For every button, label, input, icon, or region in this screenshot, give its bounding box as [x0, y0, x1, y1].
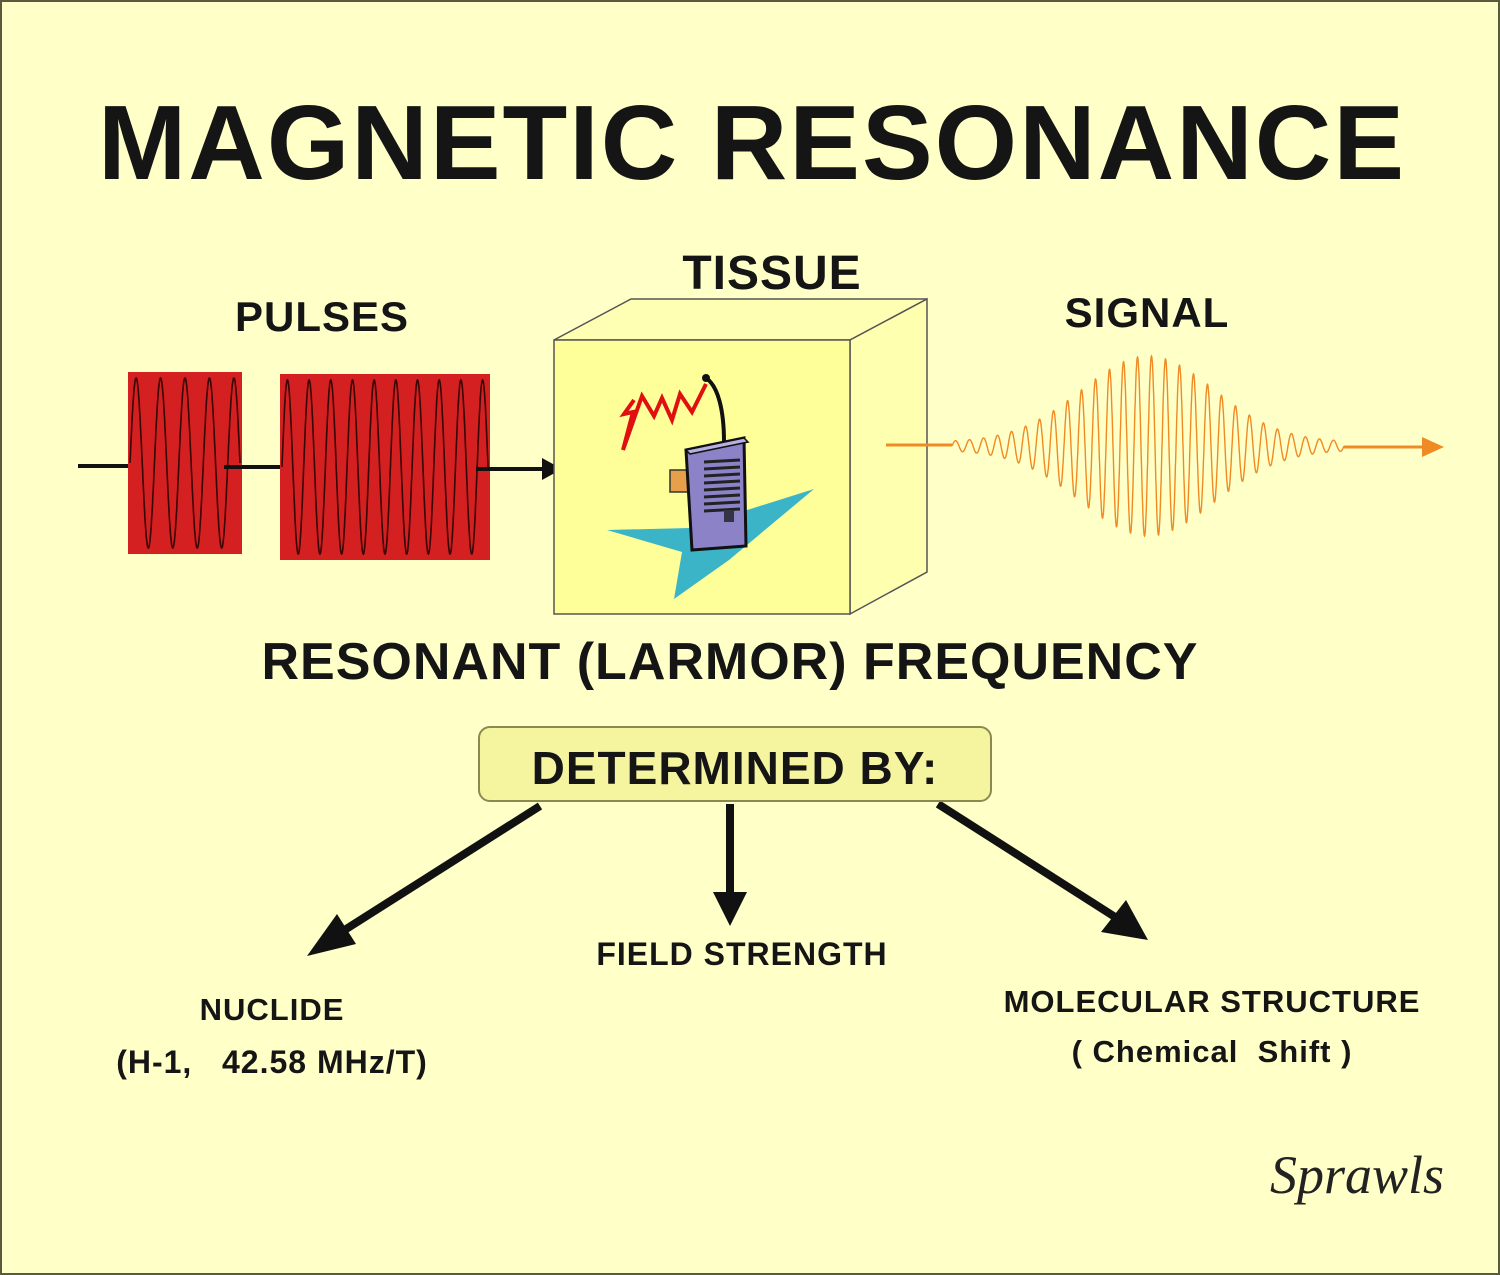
- grille-slot: [703, 493, 741, 499]
- grille-slot: [703, 479, 741, 485]
- speaker-grille: [703, 458, 741, 513]
- determined-by-box: [478, 726, 992, 802]
- signal-exit-arrowhead: [1422, 437, 1444, 457]
- transmitter-top: [684, 437, 750, 455]
- grille-slot: [703, 458, 741, 464]
- nuclide-label: NUCLIDE: [199, 992, 345, 1027]
- molecular-structure-label: MOLECULAR STRUCTURE: [1003, 984, 1421, 1019]
- nuclide-detail-label: (H-1, 42.58 MHz/T): [116, 1044, 428, 1080]
- arrow-to-field-strength-head: [713, 892, 747, 926]
- arrow-to-molecular-structure: [935, 800, 1129, 928]
- arrow-to-molecular-head: [1101, 900, 1148, 940]
- resonant-frequency-label: RESONANT (LARMOR) FREQUENCY: [261, 633, 1199, 691]
- tissue-cube-side: [849, 297, 928, 616]
- grille-slot: [703, 500, 741, 506]
- antenna: [704, 376, 726, 443]
- tissue-label: TISSUE: [682, 247, 862, 300]
- grille-slot: [703, 486, 741, 492]
- pulse-1-waveform: [129, 377, 241, 549]
- pulse-2-waveform: [281, 378, 489, 556]
- arrow-to-nuclide-head: [307, 914, 356, 956]
- tissue-input-arrowhead: [542, 458, 562, 480]
- grille-slot: [703, 465, 741, 471]
- page-title: MAGNETIC RESONANCE: [97, 84, 1407, 202]
- determined-by-label: DETERMINED BY:: [531, 742, 939, 794]
- transmitter-button: [724, 510, 734, 522]
- antenna-tip: [702, 374, 710, 382]
- signal-label: SIGNAL: [1064, 289, 1230, 336]
- pulses-label: PULSES: [234, 293, 410, 340]
- lightning-bolt-icon: [619, 383, 708, 451]
- arrow-to-nuclide: [329, 802, 543, 942]
- pulse-block-1: [128, 372, 242, 554]
- field-strength-label: FIELD STRENGTH: [596, 936, 888, 972]
- grille-slot: [703, 507, 741, 513]
- chemical-shift-label: ( Chemical Shift ): [1071, 1034, 1353, 1069]
- walkie-talkie-icon: [669, 374, 750, 552]
- author-signature: Sprawls: [1269, 1145, 1445, 1205]
- grille-slot: [703, 472, 741, 478]
- signal-waveform: [951, 354, 1345, 538]
